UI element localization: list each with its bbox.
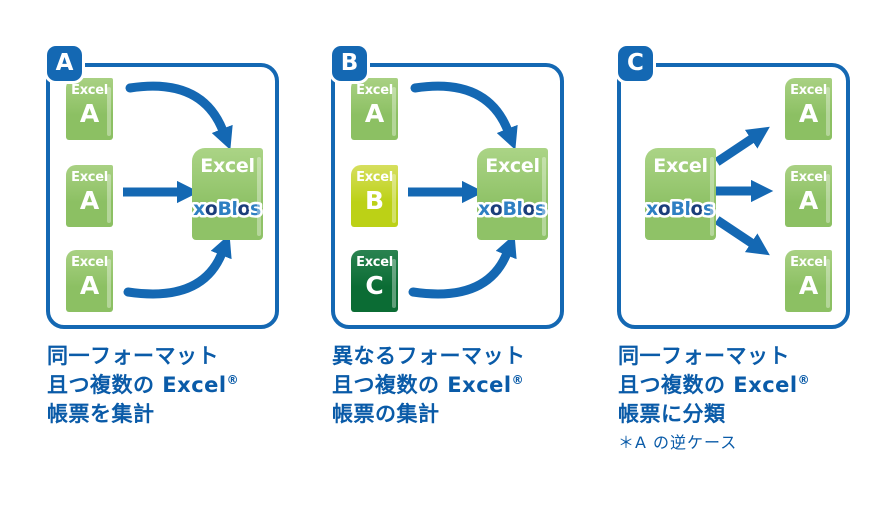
excel-doc-hub: Excel xoBlos <box>476 148 549 240</box>
registered-mark: ® <box>797 373 811 387</box>
panel-b-caption: 異なるフォーマット 且つ複数の Excel® 帳票の集計 <box>332 342 582 429</box>
xoblos-logo: xoBlos <box>644 196 717 223</box>
doc-letter: A <box>798 271 819 300</box>
svg-text:xoBlos: xoBlos <box>478 198 546 220</box>
caption-line-2-text: 且つ複数の Excel <box>618 373 798 397</box>
panel-a-badge: A <box>47 46 82 81</box>
arrow-bottom-curve <box>408 234 517 299</box>
arrow-up-right <box>714 126 770 166</box>
excel-doc-source-1: Excel A <box>66 78 113 140</box>
doc-app-label: Excel <box>790 170 827 185</box>
excel-doc-hub: Excel xoBlos <box>644 148 717 240</box>
caption-line-1: 同一フォーマット <box>618 344 790 368</box>
panel-b-diagram: Excel A Excel B Excel C Excel xoBlos <box>331 63 564 329</box>
caption-line-3: 帳票に分類 <box>618 402 726 426</box>
doc-letter: A <box>79 271 100 300</box>
panel-b: B Excel A Excel B Exc <box>331 46 564 486</box>
arrow-top-curve <box>125 81 233 150</box>
doc-app-label: Excel <box>200 155 255 177</box>
excel-doc-hub: Excel xoBlos <box>191 148 264 240</box>
doc-letter: A <box>364 99 385 128</box>
caption-line-2: 且つ複数の Excel® <box>618 371 868 400</box>
doc-app-label: Excel <box>653 155 708 177</box>
panel-c-diagram: Excel xoBlos Excel A Excel A Excel A <box>617 63 850 329</box>
doc-app-label: Excel <box>790 83 827 98</box>
doc-app-label: Excel <box>71 255 108 270</box>
excel-doc-source-3: Excel A <box>66 250 113 312</box>
caption-line-1: 同一フォーマット <box>47 344 219 368</box>
arrow-down-right <box>714 216 770 256</box>
doc-letter: A <box>798 186 819 215</box>
arrow-bottom-curve <box>123 234 232 299</box>
panel-a-caption: 同一フォーマット 且つ複数の Excel® 帳票を集計 <box>47 342 297 429</box>
doc-letter: A <box>798 99 819 128</box>
doc-letter: A <box>79 186 100 215</box>
doc-app-label: Excel <box>356 170 393 185</box>
arrow-top-curve <box>410 81 518 150</box>
panel-c-badge: C <box>618 46 653 81</box>
doc-app-label: Excel <box>71 83 108 98</box>
excel-doc-target-1: Excel A <box>785 78 832 140</box>
panel-b-badge: B <box>332 46 367 81</box>
caption-line-2: 且つ複数の Excel® <box>47 371 297 400</box>
doc-letter: B <box>364 186 385 215</box>
doc-app-label: Excel <box>356 255 393 270</box>
caption-line-2-text: 且つ複数の Excel <box>332 373 512 397</box>
excel-doc-source-1: Excel A <box>351 78 398 140</box>
excel-doc-target-2: Excel A <box>785 165 832 227</box>
caption-line-2: 且つ複数の Excel® <box>332 371 582 400</box>
caption-line-1: 異なるフォーマット <box>332 344 526 368</box>
doc-app-label: Excel <box>356 83 393 98</box>
doc-app-label: Excel <box>790 255 827 270</box>
caption-note: ＊A の逆ケース <box>618 433 738 452</box>
excel-doc-target-3: Excel A <box>785 250 832 312</box>
xoblos-logo: xoBlos <box>191 196 264 223</box>
panel-a-diagram: Excel A Excel A Excel A Excel xoBlos <box>46 63 279 329</box>
panel-a: A Excel A Excel A Exc <box>46 46 279 486</box>
caption-line-3: 帳票を集計 <box>47 402 155 426</box>
doc-app-label: Excel <box>485 155 540 177</box>
excel-doc-source-3: Excel C <box>351 250 398 312</box>
panel-c-caption: 同一フォーマット 且つ複数の Excel® 帳票に分類 ＊A の逆ケース <box>618 342 868 455</box>
caption-line-2-text: 且つ複数の Excel <box>47 373 227 397</box>
svg-text:xoBlos: xoBlos <box>193 198 261 220</box>
registered-mark: ® <box>511 373 525 387</box>
doc-letter: A <box>79 99 100 128</box>
excel-doc-source-2: Excel A <box>66 165 113 227</box>
caption-line-3: 帳票の集計 <box>332 402 440 426</box>
panel-c-arrows <box>713 126 774 256</box>
doc-app-label: Excel <box>71 170 108 185</box>
panel-c: C Excel xoBlos Excel A <box>617 46 850 486</box>
doc-letter: C <box>365 271 384 300</box>
registered-mark: ® <box>226 373 240 387</box>
panel-b-arrows <box>408 81 518 299</box>
panel-a-arrows <box>123 81 233 299</box>
svg-text:xoBlos: xoBlos <box>646 198 714 220</box>
excel-doc-source-2: Excel B <box>351 165 398 227</box>
xoblos-logo: xoBlos <box>476 196 549 223</box>
